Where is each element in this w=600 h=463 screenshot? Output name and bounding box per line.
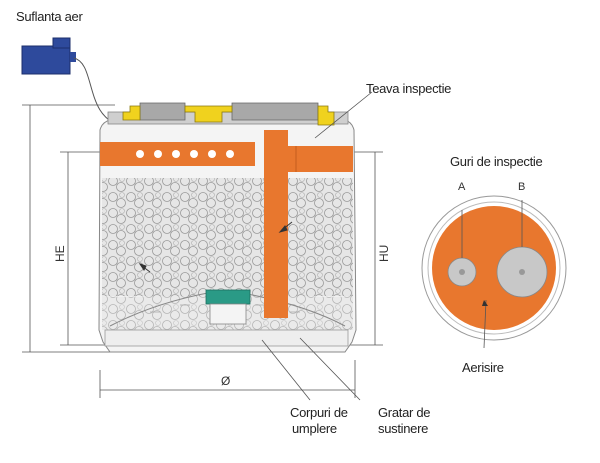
air-blower <box>21 37 76 75</box>
label-hole-a: A <box>458 181 466 193</box>
dimension-lines <box>22 104 383 398</box>
fill-media <box>102 178 353 296</box>
label-inspection-pipe: Teava inspectie <box>366 81 451 96</box>
label-hole-b: B <box>518 181 525 193</box>
distribution-pipe <box>100 142 255 166</box>
label-dim-diameter: Ø <box>221 374 230 388</box>
tank-top-lids <box>107 102 349 126</box>
label-dim-he: HE <box>53 245 67 262</box>
tank <box>98 119 357 353</box>
inspection-pipe <box>264 130 353 318</box>
aeration-valve <box>205 289 251 325</box>
flow-arrows <box>138 221 293 273</box>
label-inspection-holes: Guri de inspectie <box>450 154 543 169</box>
label-aeration: Aerisire <box>462 360 504 375</box>
label-fill-bodies-1: Corpuri de <box>290 405 348 420</box>
label-dim-hu: HU <box>377 245 391 262</box>
leader-lines <box>261 91 373 401</box>
label-grate-2: sustinere <box>378 421 428 436</box>
label-fill-bodies-2: umplere <box>292 421 337 436</box>
top-view <box>421 195 567 349</box>
label-grate-1: Gratar de <box>378 405 430 420</box>
label-blower: Suflanta aer <box>16 9 83 24</box>
support-grate <box>104 329 349 347</box>
